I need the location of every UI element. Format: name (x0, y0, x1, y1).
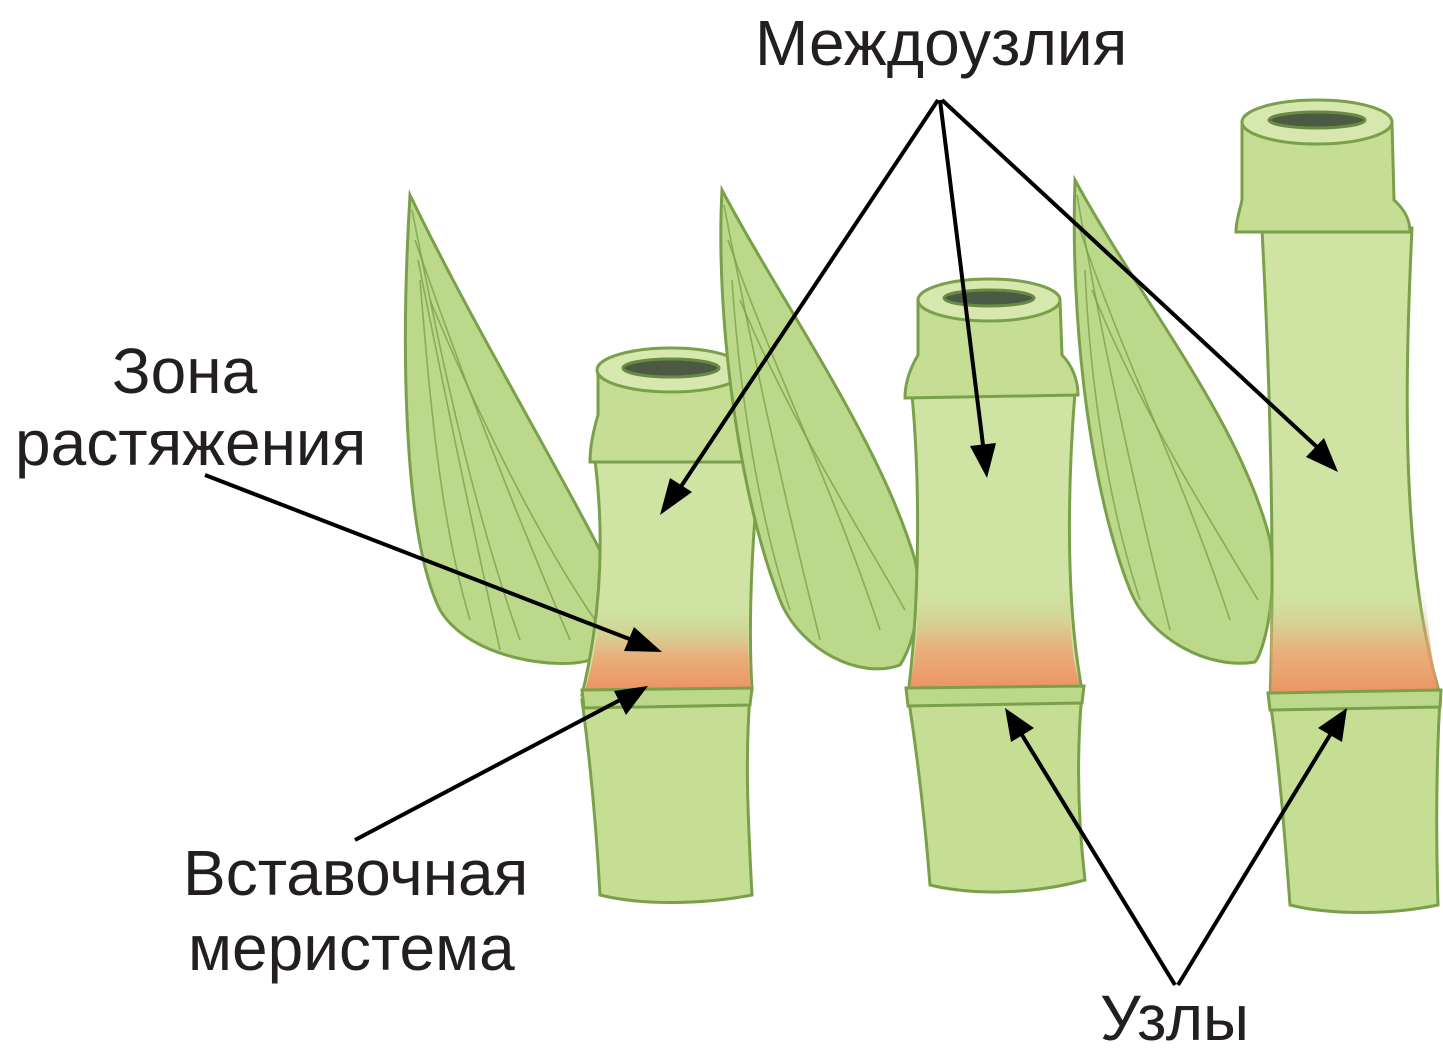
label-elongation-zone-line2: растяжения (15, 407, 366, 479)
node-band-middle (906, 686, 1084, 706)
stem-left (405, 195, 760, 903)
stem-opening-right (1269, 112, 1365, 128)
meristem-zone-right (1268, 588, 1440, 700)
label-internodes: Междоузлия (755, 7, 1127, 79)
label-nodes: Узлы (1100, 982, 1249, 1053)
label-intercalary-meristem-line2: меристема (188, 912, 515, 984)
meristem-zone-middle (908, 588, 1082, 695)
stem-middle (721, 190, 1085, 892)
stem-opening-middle (944, 290, 1034, 306)
label-elongation-zone-line1: Зона (112, 335, 258, 407)
arrow-intercalary-meristem (355, 700, 620, 840)
meristem-zone-left (584, 605, 752, 695)
label-intercalary-meristem-line1: Вставочная (183, 837, 528, 909)
node-band-right (1268, 690, 1441, 710)
stem-right (1074, 100, 1441, 913)
stem-opening-left (623, 359, 719, 377)
